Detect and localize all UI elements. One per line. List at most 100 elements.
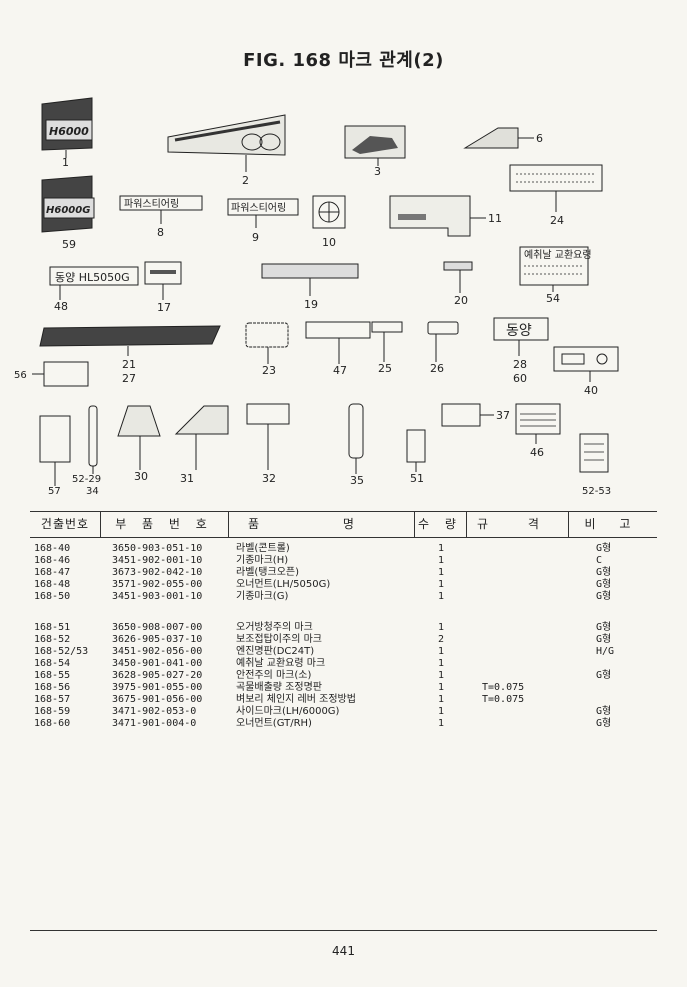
cell-part-no: 3451-902-056-00 — [112, 646, 203, 657]
callout: 19 — [304, 298, 318, 311]
cell-ref-no: 168-56 — [34, 682, 71, 693]
part-31-trim — [174, 405, 229, 470]
dongyang-hl-text: 동양 HL5050G — [55, 271, 130, 284]
part-1-badge: H6000 — [41, 97, 93, 158]
col-divider — [100, 511, 101, 537]
dongyang-text: 동양 — [506, 323, 532, 339]
cell-ref-no: 168-55 — [34, 670, 71, 681]
cell-part-no: 3450-901-041-00 — [112, 658, 203, 669]
cell-qty: 1 — [438, 591, 445, 602]
cell-name: 엔진명판(DC24T) — [236, 646, 315, 657]
cell-qty: 1 — [438, 555, 445, 566]
header-spec: 규 격 — [477, 517, 557, 531]
cell-part-no: 3451-902-001-10 — [112, 555, 203, 566]
header-name: 품 명 — [248, 517, 394, 531]
part-37-label — [441, 403, 494, 427]
part-28-dongyang: 동양 — [493, 317, 549, 356]
cell-note: C — [596, 555, 603, 566]
cell-note: G형 — [596, 567, 612, 578]
cell-name: 오너먼트(LH/5050G) — [236, 579, 331, 590]
part-2-stripe — [167, 114, 286, 172]
h6000-text: H6000 — [49, 125, 89, 138]
part-54-label: 예취날 교환요령 — [519, 246, 592, 292]
callout: 20 — [454, 294, 468, 307]
cell-name: 벼보리 체인지 레버 조정방법 — [236, 694, 356, 705]
cell-qty: 1 — [438, 567, 445, 578]
callout: 9 — [252, 231, 259, 244]
page-title: FIG. 168 마크 관계(2) — [243, 50, 444, 71]
cell-part-no: 3626-905-037-10 — [112, 634, 203, 645]
cell-qty: 1 — [438, 670, 445, 681]
cell-name: 라벨(콘트롤) — [236, 543, 290, 554]
cell-note: G형 — [596, 634, 612, 645]
cell-qty: 1 — [438, 718, 445, 729]
callout: 60 — [513, 372, 527, 385]
cell-part-no: 3673-902-042-10 — [112, 567, 203, 578]
cell-qty: 2 — [438, 634, 445, 645]
part-52-strip — [88, 405, 98, 474]
cell-name: 곡물배출량 조정명판 — [236, 682, 322, 693]
page-number: 441 — [332, 944, 355, 958]
callout: 17 — [157, 301, 171, 314]
cell-qty: 1 — [438, 646, 445, 657]
callout: 11 — [488, 212, 502, 225]
part-24-label — [509, 164, 603, 212]
header-note: 비 고 — [584, 517, 641, 531]
part-23-label — [245, 322, 289, 364]
header-qty: 수 량 — [418, 517, 462, 531]
callout: 10 — [322, 236, 336, 249]
cell-ref-no: 168-57 — [34, 694, 71, 705]
callout: 34 — [86, 486, 99, 497]
power-steering-text-1: 파워스티어링 — [124, 197, 179, 210]
part-32-label — [246, 403, 290, 470]
cell-name: 기종마크(H) — [236, 555, 289, 566]
callout: 35 — [350, 474, 364, 487]
cell-spec: T=0.075 — [482, 694, 525, 705]
part-17-label — [144, 261, 182, 300]
part-19-strip — [261, 263, 359, 296]
cell-name: 사이드마크(LH/6000G) — [236, 706, 340, 717]
cell-part-no: 3650-903-051-10 — [112, 543, 203, 554]
parts-diagram: H6000 H6000G 파워스티어링 파워스티어링 — [14, 97, 619, 497]
callout: 48 — [54, 300, 68, 313]
cell-qty: 1 — [438, 622, 445, 633]
callout: 2 — [242, 174, 249, 187]
cell-part-no: 3628-905-027-20 — [112, 670, 203, 681]
cell-part-no: 3471-902-053-0 — [112, 706, 197, 717]
cell-qty: 1 — [438, 543, 445, 554]
part-20-tag — [443, 261, 473, 293]
callout: 54 — [546, 292, 560, 305]
callout: 26 — [430, 362, 444, 375]
callout: 56 — [14, 370, 27, 381]
callout: 40 — [584, 384, 598, 397]
col-divider — [228, 511, 229, 537]
cell-qty: 1 — [438, 579, 445, 590]
cell-name: 기종마크(G) — [236, 591, 289, 602]
callout: 59 — [62, 238, 76, 251]
callout: 28 — [513, 358, 527, 371]
cell-part-no: 3471-901-004-0 — [112, 718, 197, 729]
callout: 21 — [122, 358, 136, 371]
part-9-label: 파워스티어링 — [227, 198, 299, 228]
callout: 37 — [496, 409, 510, 422]
cell-note: G형 — [596, 718, 612, 729]
cell-ref-no: 168-48 — [34, 579, 71, 590]
callout: 23 — [262, 364, 276, 377]
part-3-label — [344, 125, 406, 166]
cell-spec: T=0.075 — [482, 682, 525, 693]
callout: 24 — [550, 214, 564, 227]
cell-part-no: 3451-903-001-10 — [112, 591, 203, 602]
cell-name: 안전주의 마크(소) — [236, 670, 312, 681]
callout: 46 — [530, 446, 544, 459]
cell-note: G형 — [596, 579, 612, 590]
